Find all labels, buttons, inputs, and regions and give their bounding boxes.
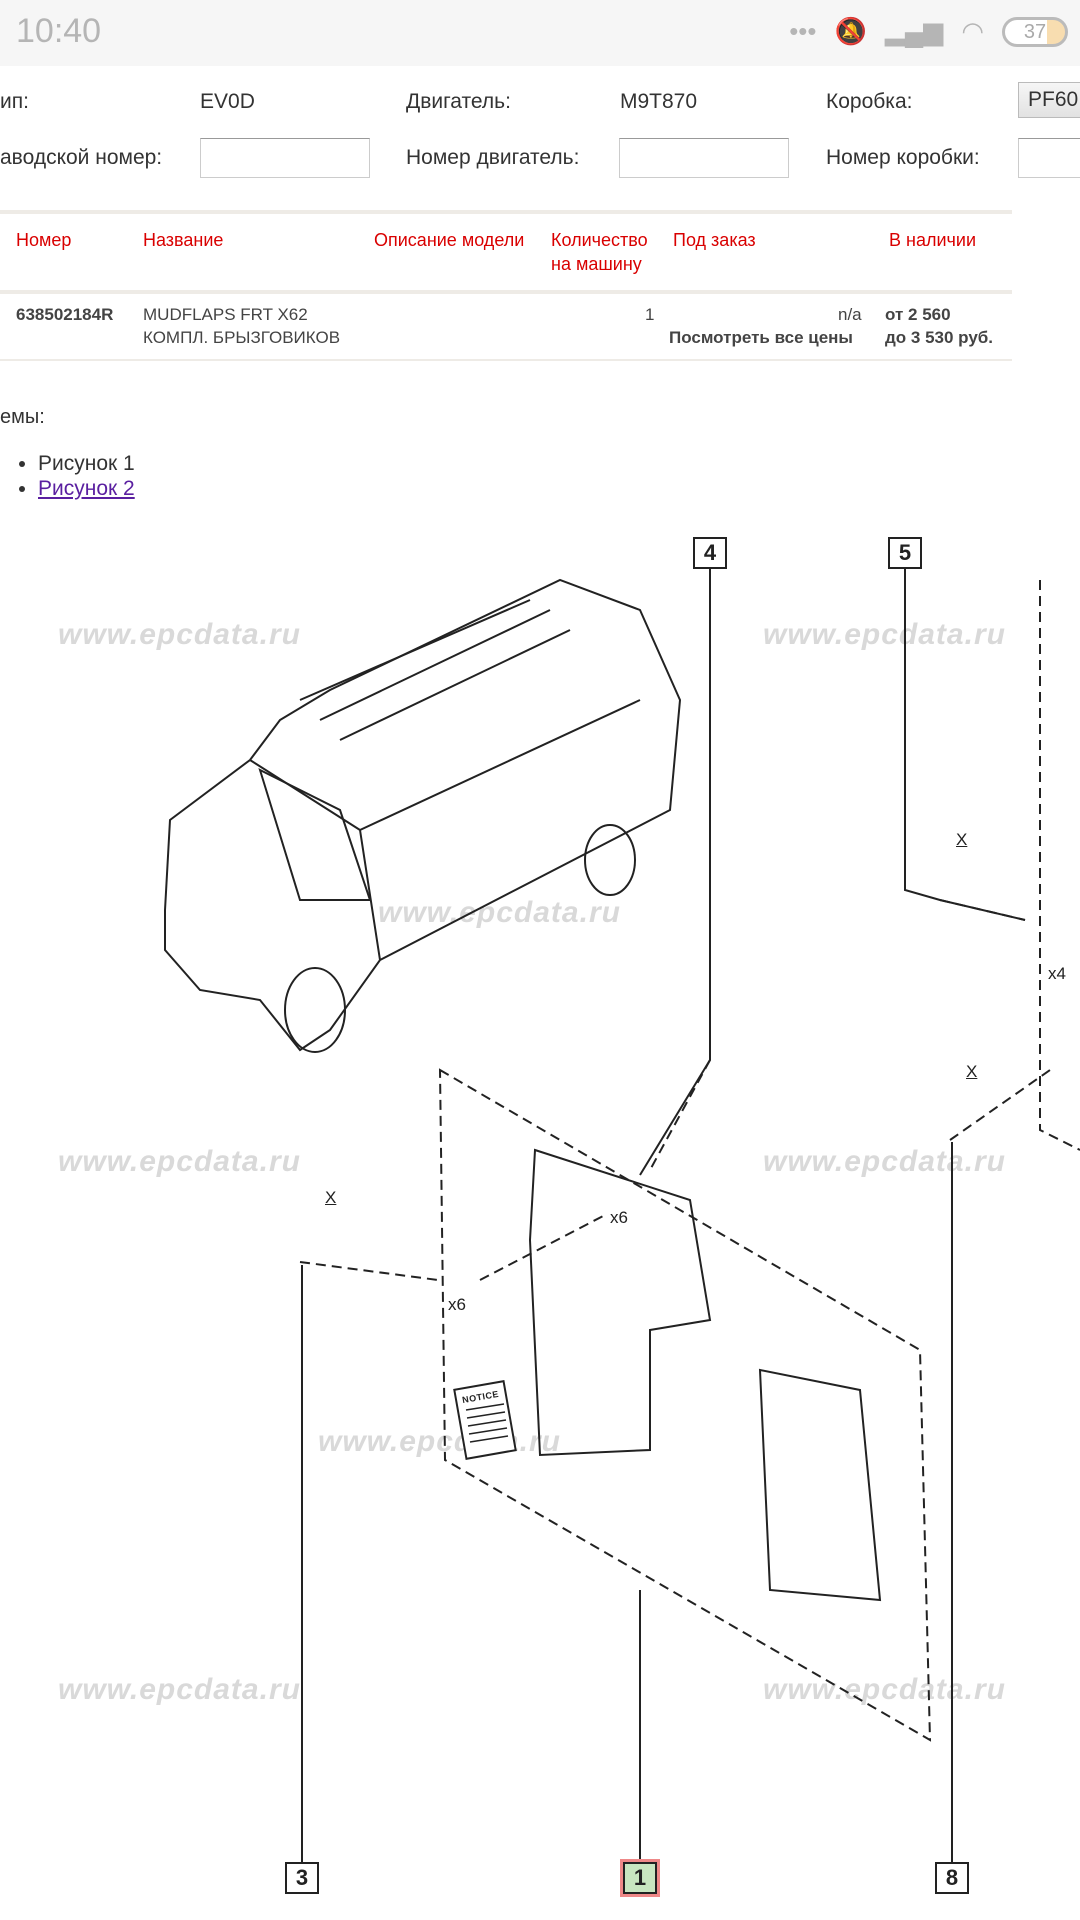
part-qty: 1	[645, 305, 655, 324]
van-illustration	[164, 578, 682, 1053]
callout-3[interactable]: 3	[285, 1862, 319, 1894]
watermark: www.epcdata.ru	[318, 1425, 561, 1458]
battery-icon: 37	[1002, 16, 1068, 47]
status-bar: 10:40 ••• 🔕 ▂▄▆ ◠ 37	[0, 0, 1080, 66]
engine-value: M9T870	[620, 90, 698, 113]
callout-1-selected[interactable]: 1	[620, 1859, 660, 1897]
watermark: www.epcdata.ru	[378, 896, 621, 929]
callout-4[interactable]: 4	[693, 537, 727, 569]
clock: 10:40	[16, 12, 102, 50]
divider	[0, 210, 1012, 214]
watermark: www.epcdata.ru	[58, 1673, 301, 1706]
watermark: www.epcdata.ru	[763, 1673, 1006, 1706]
schemes-label: емы:	[0, 406, 45, 428]
qty-label-x4: x4	[1048, 964, 1066, 983]
callout-8[interactable]: 8	[935, 1862, 969, 1894]
header-in-stock: В наличии	[889, 230, 977, 250]
watermark: www.epcdata.ru	[763, 1145, 1006, 1178]
divider	[0, 359, 1012, 361]
engine-no-input[interactable]	[619, 138, 789, 178]
part-name-2: КОМПЛ. БРЫЗГОВИКОВ	[143, 328, 341, 347]
serial-label: аводской номер:	[0, 146, 163, 169]
wifi-icon: ◠	[961, 16, 984, 46]
label-x: X	[966, 1062, 978, 1081]
gearbox-select[interactable]: PF60	[1018, 82, 1080, 118]
gearbox-no-input[interactable]	[1018, 138, 1080, 178]
kit-boundary	[438, 1068, 932, 1742]
on-order-value: n/a	[838, 305, 862, 324]
header-number: Номер	[16, 230, 72, 250]
signal-icon: ▂▄▆	[884, 16, 944, 46]
label-x: X	[956, 830, 968, 849]
type-value: EV0D	[200, 90, 255, 113]
divider	[0, 290, 1012, 294]
header-name: Название	[143, 230, 224, 250]
part-name-1: MUDFLAPS FRT X62	[143, 305, 308, 324]
notice-booklet	[453, 1380, 517, 1460]
label-x: X	[325, 1188, 337, 1207]
header-qty: Количество на машину	[551, 228, 648, 276]
stock-from-link[interactable]: от 2 560	[885, 305, 951, 324]
stock-to-link[interactable]: до 3 530 руб.	[885, 328, 994, 347]
engine-label: Двигатель:	[406, 90, 511, 113]
gearbox-no-label: Номер коробки:	[826, 146, 980, 169]
engine-no-label: Номер двигатель:	[406, 146, 580, 169]
qty-label-x6: x6	[448, 1295, 466, 1314]
type-label: ип:	[0, 90, 29, 113]
scheme-item-1: Рисунок 1	[38, 451, 135, 476]
qty-label-x6: x6	[610, 1208, 628, 1227]
part-number: 638502184R	[16, 305, 114, 324]
watermark: www.epcdata.ru	[58, 1145, 301, 1178]
callout-5[interactable]: 5	[888, 537, 922, 569]
more-dots-icon: •••	[789, 16, 817, 46]
header-on-order: Под заказ	[673, 230, 756, 250]
watermark: www.epcdata.ru	[58, 618, 301, 651]
all-prices-link[interactable]: Посмотреть все цены	[669, 328, 853, 347]
watermark: www.epcdata.ru	[763, 618, 1006, 651]
header-qty-line2: на машину	[551, 254, 642, 274]
header-model-desc: Описание модели	[374, 230, 525, 250]
gearbox-label: Коробка:	[826, 90, 913, 113]
bell-muted-icon: 🔕	[834, 16, 867, 46]
serial-input[interactable]	[200, 138, 370, 178]
header-qty-line1: Количество	[551, 230, 648, 250]
scheme-item-2-link[interactable]: Рисунок 2	[38, 477, 135, 500]
